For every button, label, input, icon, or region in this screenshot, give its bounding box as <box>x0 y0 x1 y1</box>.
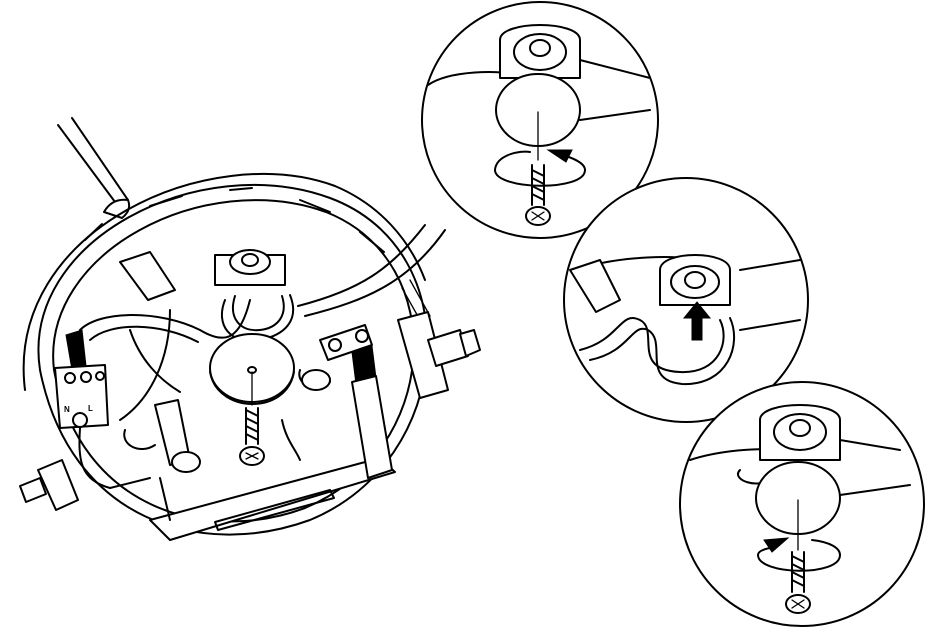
detail-step-3 <box>679 381 925 627</box>
detail-step-1 <box>421 1 659 239</box>
detail-step-2 <box>563 177 809 423</box>
center-post <box>123 399 201 473</box>
ceiling-fixture-main: N L <box>19 117 481 541</box>
fixing-screw <box>239 371 265 466</box>
terminal-block: N L <box>54 329 109 429</box>
left-bracket <box>119 251 181 393</box>
terminal-live-label: L <box>88 404 93 413</box>
terminal-neutral-label: N <box>64 405 70 414</box>
callout-pointer <box>297 224 446 317</box>
right-clamp <box>281 311 481 479</box>
support-bar <box>149 457 396 541</box>
suspension-cable <box>57 117 131 219</box>
ceiling-socket <box>214 249 286 286</box>
power-cable <box>78 427 151 489</box>
left-clamp-knob <box>19 459 79 511</box>
